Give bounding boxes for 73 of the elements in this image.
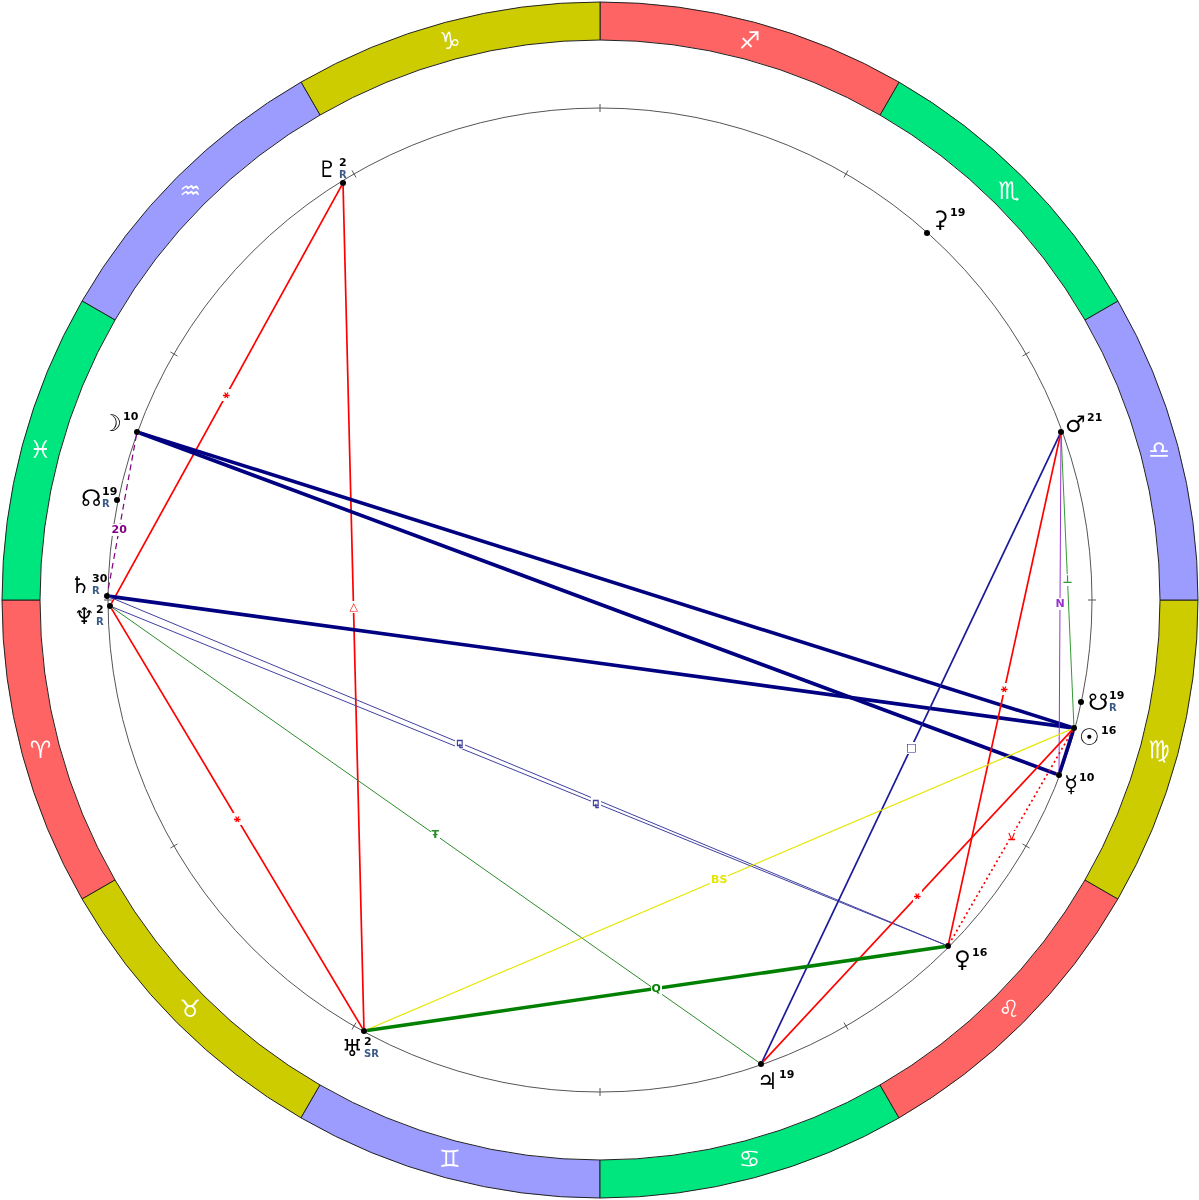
zodiac-sign-symbol: ♒ <box>179 177 202 204</box>
degree-number: 10 <box>1079 772 1095 784</box>
planet-symbol: ♃ <box>757 1069 778 1093</box>
aspect-line <box>342 185 365 1029</box>
aspect-line <box>1058 730 1075 773</box>
retrograde-mark: R <box>102 498 110 509</box>
aspect-line <box>110 607 364 1030</box>
zodiac-sign-symbol: ♉ <box>179 996 202 1023</box>
aspect-line <box>366 728 1072 1031</box>
aspect-line <box>111 607 760 1063</box>
degree-number: 19 <box>102 486 118 498</box>
aspect-line <box>106 434 138 594</box>
planet-symbol: ☿ <box>1064 772 1079 796</box>
degree-number: 2 <box>339 157 347 169</box>
retrograde-mark: R <box>339 169 347 180</box>
degree-number: 19 <box>1109 690 1125 702</box>
planet-symbol: ☽ <box>101 411 122 435</box>
zodiac-sign-symbol: ♊ <box>439 1146 461 1173</box>
planet-symbol: ⚳ <box>932 207 949 231</box>
aspect-label: ⚼ <box>591 797 602 810</box>
aspect-label: ⊥ <box>1061 574 1074 586</box>
aspect-label: 20 <box>110 524 128 537</box>
aspect-label: △ <box>348 601 359 613</box>
retrograde-mark: R <box>96 616 104 627</box>
planet-symbol: ♂ <box>1065 412 1086 436</box>
aspect-line <box>366 944 946 1033</box>
zodiac-sign-symbol: ♑ <box>439 27 461 54</box>
degree-number: 16 <box>972 947 988 959</box>
planet-symbol: ♀ <box>954 947 971 971</box>
aspect-line <box>110 184 343 605</box>
aspect-line <box>109 594 1072 730</box>
aspect-label: ⚹ <box>222 388 231 401</box>
aspect-label: ⚹ <box>232 812 242 825</box>
planet-symbol: ☊ <box>81 486 102 510</box>
planet-symbol: ☋ <box>1088 690 1109 714</box>
aspect-line <box>762 729 1073 1063</box>
degree-number: 16 <box>1101 725 1117 737</box>
retrograde-mark: SR <box>364 1048 379 1059</box>
aspect-line <box>761 433 1061 1063</box>
degree-number: 10 <box>123 411 139 423</box>
aspect-label: ⚹ <box>913 890 922 902</box>
zodiac-sign-symbol: ♋ <box>738 1146 761 1173</box>
degree-number: 30 <box>92 573 108 585</box>
planet-symbol: ♄ <box>70 573 91 597</box>
aspect-line <box>947 434 1062 944</box>
zodiac-sign-symbol: ♍ <box>1148 736 1170 763</box>
zodiac-sign-symbol: ♏ <box>998 177 1020 204</box>
aspect-label: Q <box>650 982 662 995</box>
planet-symbol: ☉ <box>1079 725 1100 749</box>
zodiac-sign-symbol: ♎ <box>1148 437 1170 464</box>
degree-number: 21 <box>1087 412 1103 424</box>
aspect-line <box>1058 434 1062 773</box>
retrograde-mark: R <box>92 585 100 596</box>
degree-number: 2 <box>364 1036 372 1048</box>
degree-number: 19 <box>779 1069 795 1081</box>
aspect-label: BS <box>710 873 729 886</box>
planet-symbol: ♇ <box>317 157 338 181</box>
aspect-label: Ŧ <box>430 829 440 841</box>
zodiac-sign-symbol: ♓ <box>29 437 52 464</box>
planet-symbol: ♅ <box>342 1036 363 1060</box>
degree-number: 2 <box>96 604 104 616</box>
aspect-line <box>948 729 1074 945</box>
zodiac-sign-symbol: ♈ <box>29 736 52 763</box>
aspect-label: ⚹ <box>1000 683 1009 695</box>
degree-number: 19 <box>950 207 966 219</box>
zodiac-sign-symbol: ♐ <box>738 27 761 54</box>
aspect-label: N <box>1054 597 1066 610</box>
retrograde-mark: R <box>1109 702 1117 713</box>
planet-symbol: ♆ <box>74 604 95 628</box>
aspect-label: □ <box>905 742 918 754</box>
aspect-label: ⚺ <box>1006 831 1016 843</box>
aspect-label: ⚼ <box>455 737 466 749</box>
zodiac-sign-symbol: ♌ <box>998 996 1020 1023</box>
